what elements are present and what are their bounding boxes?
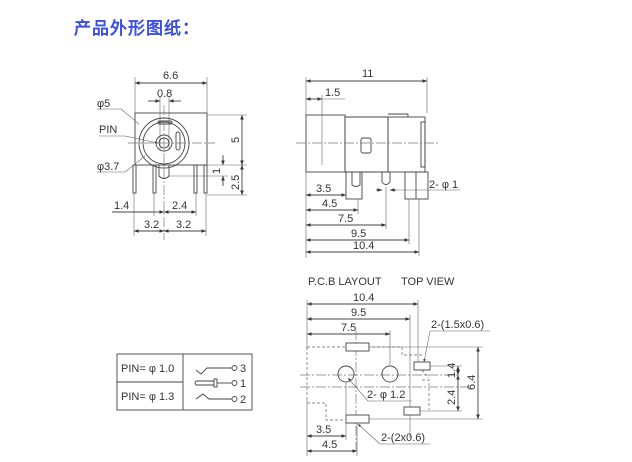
dim-front: 1.5: [325, 87, 340, 99]
label-pin: PIN: [99, 124, 117, 136]
dim-d4: 9.5: [351, 228, 366, 240]
front-view: 6.6 0.8 φ5 PIN: [97, 70, 247, 240]
hole-right: [381, 365, 399, 383]
dim-height: 5: [230, 137, 242, 143]
pcb-dim-left2: 4.5: [322, 439, 337, 451]
pcb-dim-d1: 10.4: [353, 292, 374, 304]
dim-pin-length: 2.5: [230, 175, 242, 190]
dim-left-offset: 1.4: [114, 200, 129, 212]
switch-contact-2: [195, 393, 232, 400]
pin-row-2: PIN= φ 1.3: [121, 391, 174, 403]
page-title: 产品外形图纸：: [74, 19, 200, 39]
dim-right-offset: 2.4: [172, 200, 187, 212]
terminal-1: 1: [240, 378, 246, 390]
label-holes: 2- φ 1.2: [367, 389, 405, 401]
pcb-dim-v2: 2.4: [446, 390, 458, 405]
dim-half-left: 3.2: [144, 219, 159, 231]
pad-small-bottom: [403, 406, 421, 416]
plug-contact-1: [194, 380, 214, 386]
terminal-2: 2: [240, 394, 246, 406]
switch-contact-3: [195, 367, 232, 375]
pin-table: PIN= φ 1.0 PIN= φ 1.3 3 1 2: [116, 353, 253, 411]
dim-d5: 10.4: [353, 240, 374, 252]
dim-half-right: 3.2: [176, 219, 191, 231]
pcb-dim-v1: 1.4: [446, 363, 458, 378]
pad-large-top: [345, 342, 370, 352]
pcb-dim-d2: 9.5: [351, 307, 366, 319]
dim-width: 6.6: [163, 70, 178, 82]
pcb-layout: P.C.B LAYOUT TOP VIEW 10.4 9.5 7.5: [300, 276, 490, 456]
pcb-dim-left1: 3.5: [316, 424, 331, 436]
dim-slot: 0.8: [157, 88, 172, 100]
pcb-title: P.C.B LAYOUT: [308, 276, 382, 288]
dim-d3: 7.5: [338, 213, 353, 225]
dim-length: 11: [362, 68, 373, 80]
pcb-dim-v3: 6.4: [466, 375, 478, 390]
side-view: 11 1.5 2- φ 1 3.5 4.5: [296, 68, 460, 258]
label-outer-dia: φ5: [97, 98, 110, 110]
jack-body: [134, 112, 208, 166]
dim-d1: 3.5: [316, 183, 331, 195]
pad-small-top: [413, 361, 431, 371]
terminal-3: 3: [240, 363, 246, 375]
label-pad-large: 2-(2x0.6): [381, 432, 425, 444]
pcb-subtitle: TOP VIEW: [401, 276, 455, 288]
label-inner-dia: φ3.7: [97, 161, 119, 173]
pcb-dim-d3: 7.5: [341, 322, 356, 334]
dim-pin-height: 1: [211, 168, 223, 174]
label-pins: 2- φ 1: [429, 179, 458, 191]
dim-d2: 4.5: [322, 198, 337, 210]
pin-row-1: PIN= φ 1.0: [121, 363, 174, 375]
label-pad-small: 2-(1.5x0.6): [431, 319, 484, 331]
hole-left: [337, 365, 355, 383]
jack-barrel: [305, 114, 346, 173]
pad-large-bottom: [345, 414, 370, 424]
